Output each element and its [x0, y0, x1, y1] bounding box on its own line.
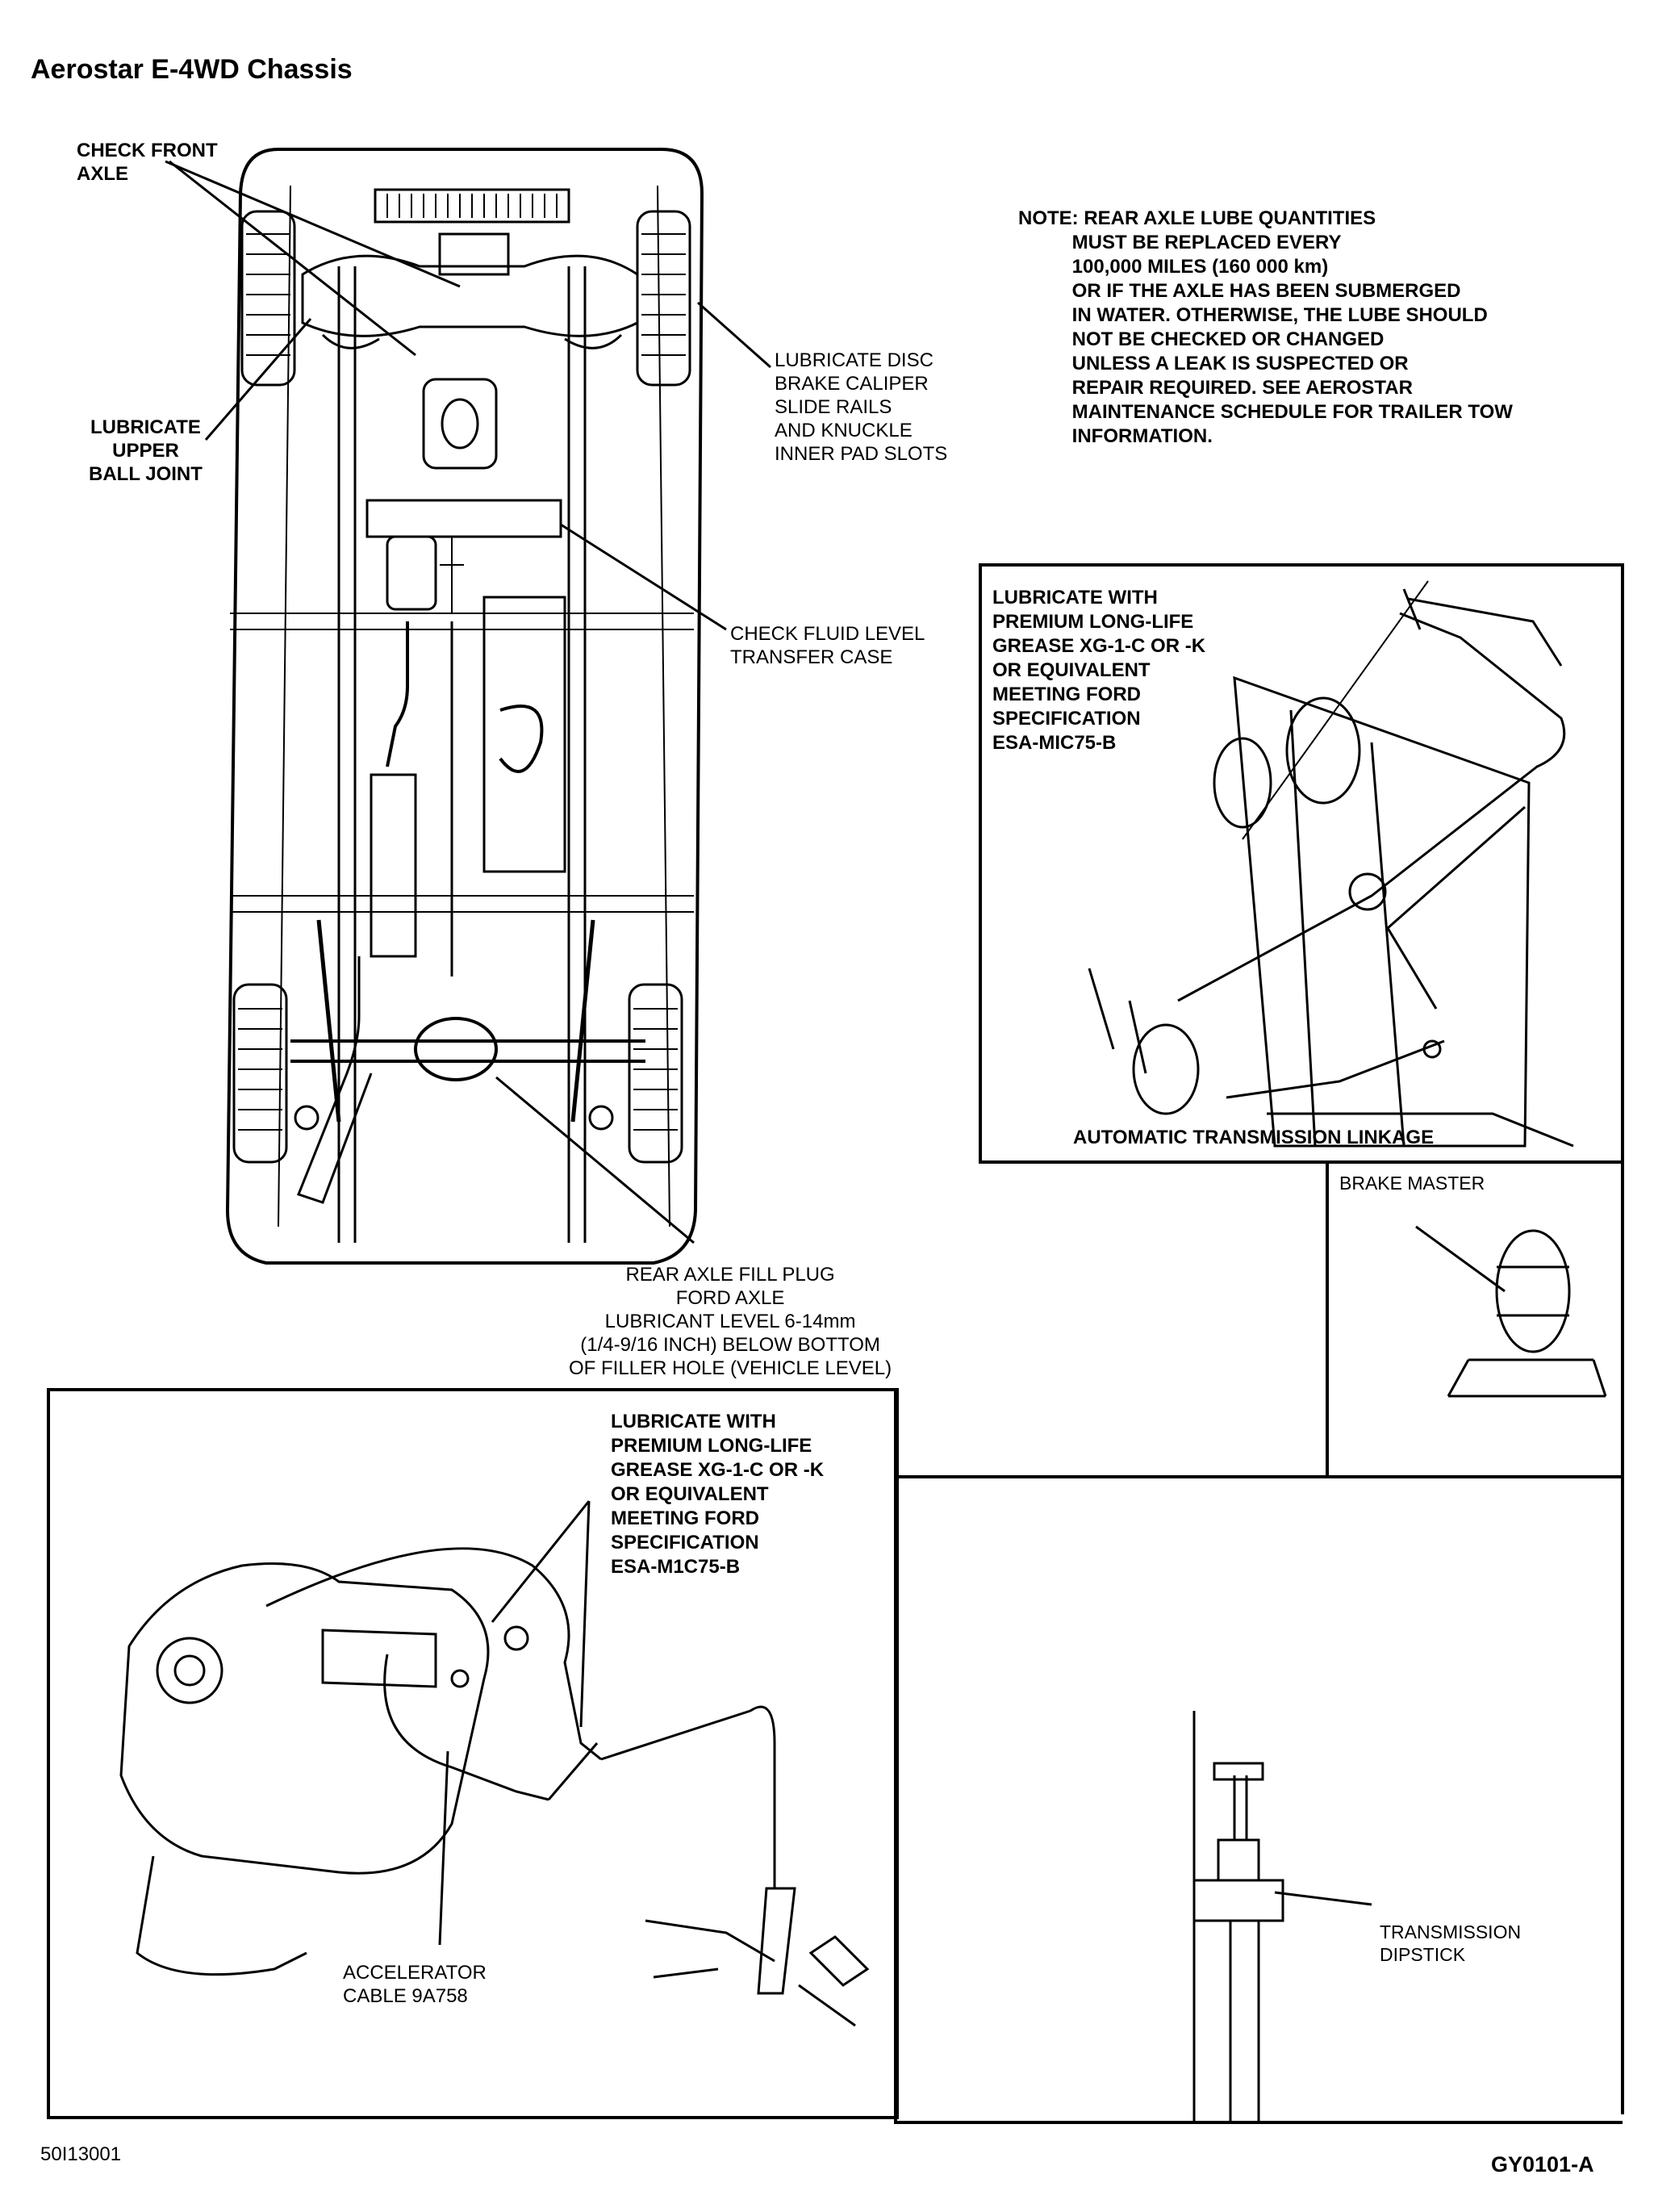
label-rear-axle-fill-plug: REAR AXLE FILL PLUG FORD AXLE LUBRICANT …	[569, 1264, 892, 1379]
footer-figure-id: GY0101-A	[1491, 2152, 1594, 2176]
chassis-drawing	[225, 148, 704, 1265]
label-lubricate-upper-ball-joint: LUBRICATE UPPER BALL JOINT	[89, 416, 203, 485]
panel-frames	[47, 563, 1624, 2124]
footer-doc-id: 50I13001	[40, 2143, 122, 2165]
page-title: Aerostar E-4WD Chassis	[31, 54, 353, 85]
dipstick-drawing	[1192, 1711, 1372, 2122]
label-transmission-dipstick: TRANSMISSION DIPSTICK	[1380, 1921, 1522, 1965]
accelerator-drawing	[119, 1500, 870, 2027]
label-rear-axle-note: NOTE: REAR AXLE LUBE QUANTITIES MUST BE …	[1018, 207, 1513, 447]
label-brake-master: BRAKE MASTER	[1339, 1173, 1485, 1194]
transmission-linkage-drawing	[1088, 580, 1574, 1148]
brake-master-drawing	[1415, 1225, 1607, 1398]
label-lubricate-disc-brake: LUBRICATE DISC BRAKE CALIPER SLIDE RAILS…	[775, 349, 948, 465]
label-lubricate-with-bottom: LUBRICATE WITH PREMIUM LONG-LIFE GREASE …	[611, 1411, 825, 1578]
label-lubricate-with-top: LUBRICATE WITH PREMIUM LONG-LIFE GREASE …	[992, 587, 1206, 754]
label-accelerator-cable: ACCELERATOR CABLE 9A758	[343, 1962, 487, 2007]
label-check-front-axle: CHECK FRONT AXLE	[77, 140, 218, 185]
chassis-leader-lines	[165, 160, 771, 1244]
label-check-fluid-level: CHECK FLUID LEVEL TRANSFER CASE	[730, 623, 925, 668]
label-auto-trans-linkage: AUTOMATIC TRANSMISSION LINKAGE	[1073, 1127, 1435, 1148]
